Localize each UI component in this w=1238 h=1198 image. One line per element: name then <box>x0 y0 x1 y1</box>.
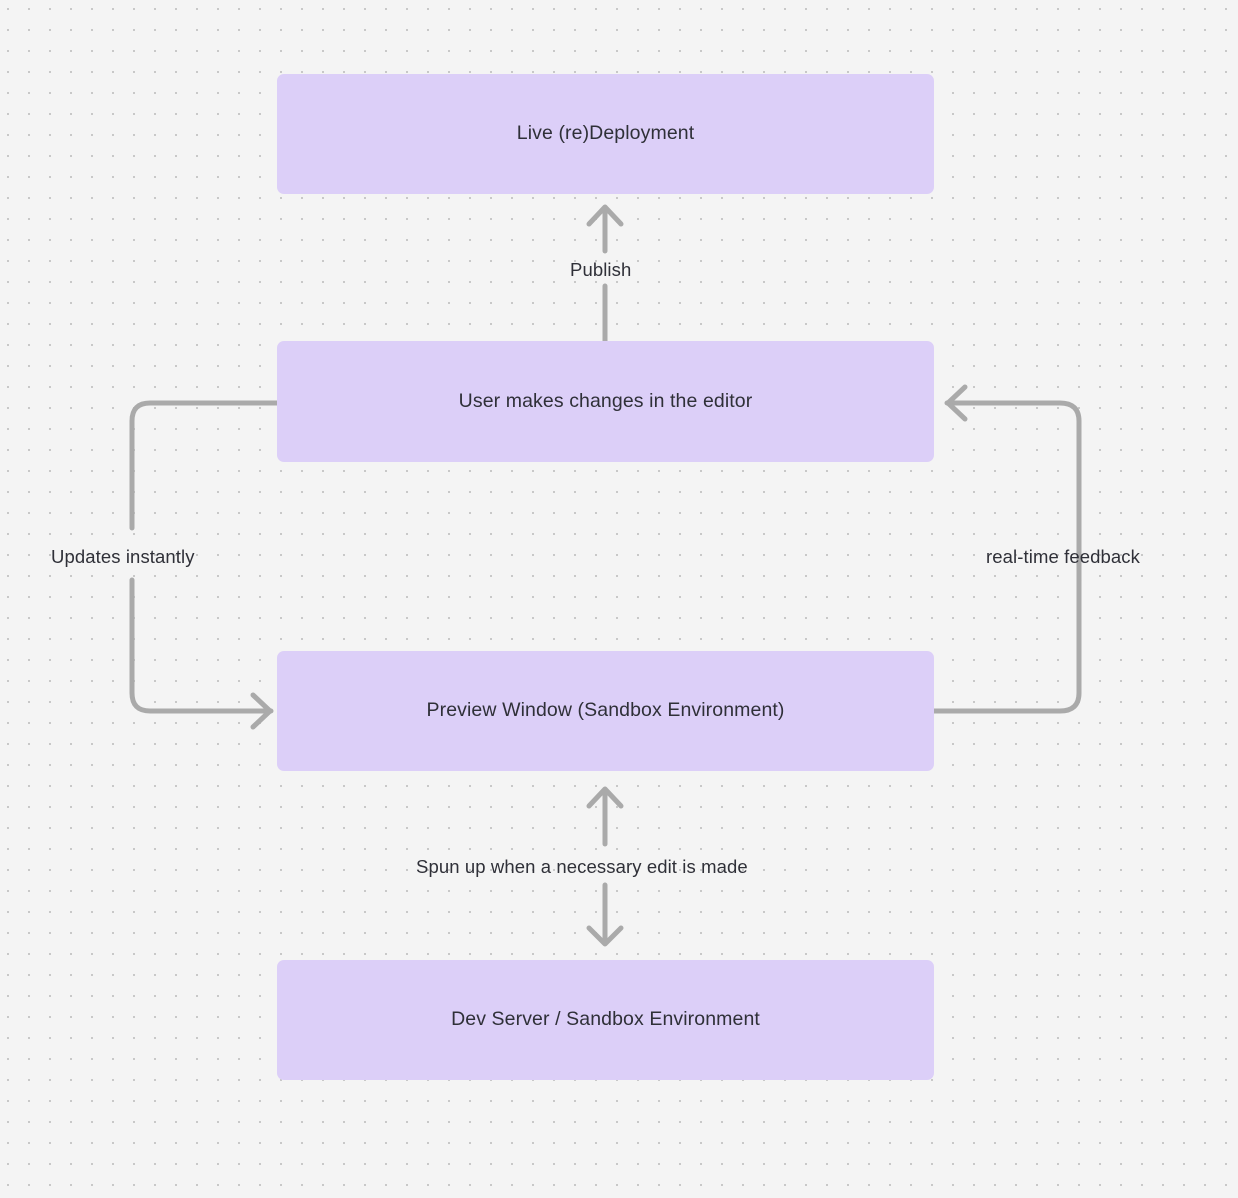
edge-label-spun-up: Spun up when a necessary edit is made <box>416 856 748 877</box>
edge-label-real-time-feedback: real-time feedback <box>986 546 1140 567</box>
node-live-redeployment[interactable]: Live (re)Deployment <box>277 74 934 194</box>
node-dev-server[interactable]: Dev Server / Sandbox Environment <box>277 960 934 1080</box>
node-preview-window[interactable]: Preview Window (Sandbox Environment) <box>277 651 934 771</box>
node-user-makes-changes-label: User makes changes in the editor <box>458 389 753 412</box>
node-preview-window-label: Preview Window (Sandbox Environment) <box>426 699 785 722</box>
node-user-makes-changes[interactable]: User makes changes in the editor <box>277 341 934 462</box>
edge-label-publish: Publish <box>570 259 632 280</box>
node-dev-server-label: Dev Server / Sandbox Environment <box>451 1008 760 1031</box>
node-live-redeployment-label: Live (re)Deployment <box>516 122 695 145</box>
edge-label-updates-instantly: Updates instantly <box>51 546 195 567</box>
